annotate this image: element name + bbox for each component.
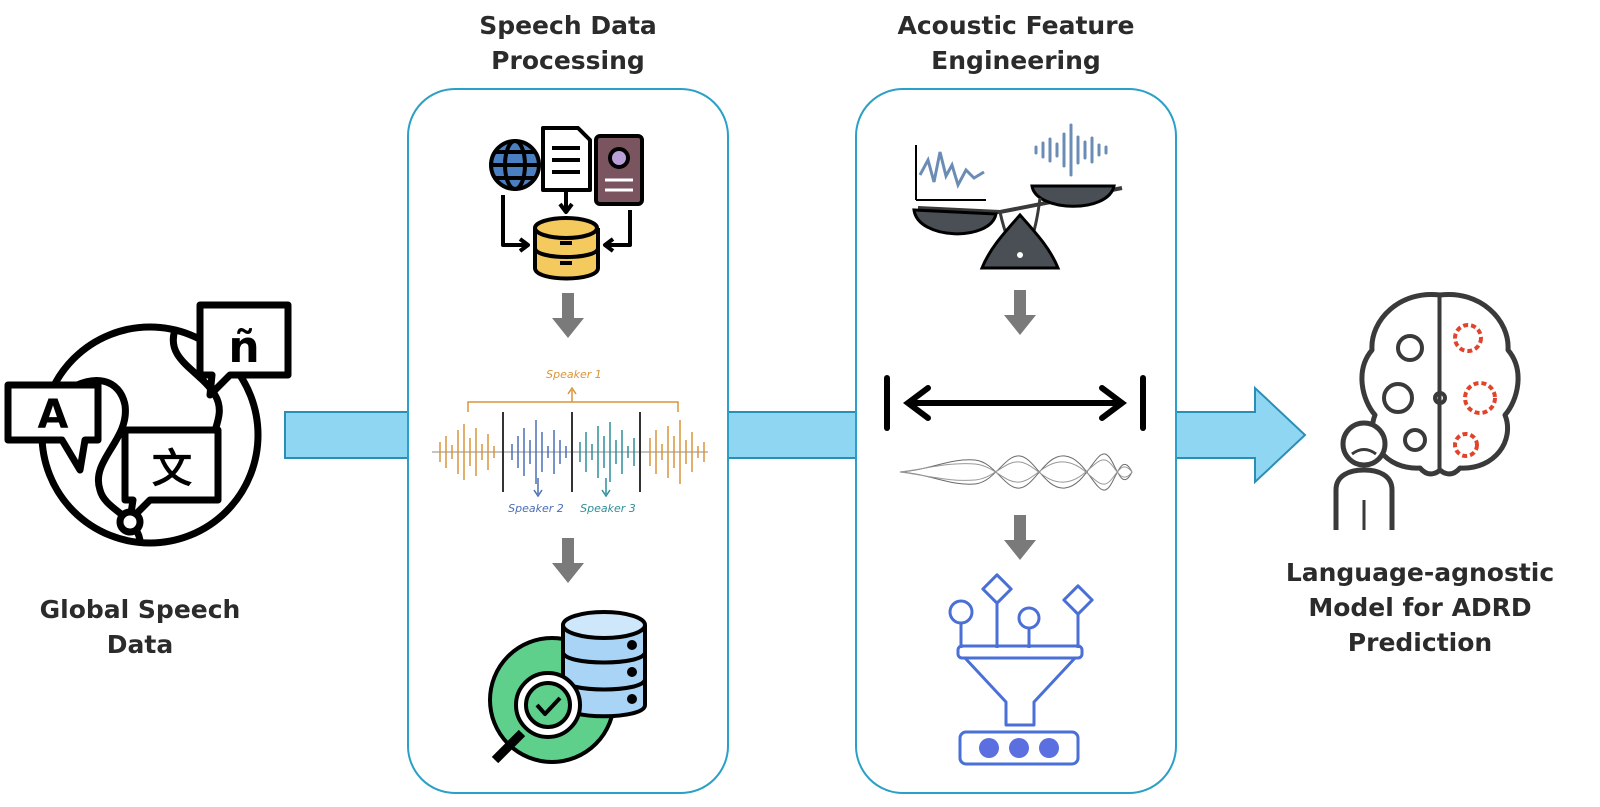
diarization-waveform bbox=[432, 386, 708, 498]
balance-scale-icon bbox=[912, 123, 1123, 270]
bubble-letter-a: A bbox=[38, 392, 69, 438]
brain-gears-icon bbox=[1333, 291, 1521, 530]
features-title: Acoustic Feature Engineering bbox=[897, 11, 1135, 75]
bubble-letter-wen: 文 bbox=[152, 446, 192, 492]
double-arrow-icon bbox=[884, 375, 1146, 431]
speaker-1-label: Speaker 1 bbox=[546, 368, 602, 381]
multilingual-globe-icon bbox=[4, 301, 292, 547]
input-label: Global Speech Data bbox=[39, 595, 241, 659]
data-sources-icon bbox=[489, 126, 644, 281]
output-label: Language-agnostic Model for ADRD Predict… bbox=[1285, 558, 1555, 657]
speaker-3-label: Speaker 3 bbox=[580, 502, 636, 515]
verified-database-icon bbox=[488, 610, 647, 764]
processing-title: Speech Data Processing bbox=[479, 11, 657, 75]
bubble-letter-n: ñ bbox=[228, 322, 259, 373]
funnel-output-dots bbox=[979, 738, 1059, 758]
step-arrows bbox=[552, 290, 1036, 583]
modulated-wave bbox=[899, 453, 1133, 491]
features-panel bbox=[855, 88, 1177, 794]
speaker-2-label: Speaker 2 bbox=[508, 502, 564, 515]
funnel-icon bbox=[948, 573, 1094, 766]
